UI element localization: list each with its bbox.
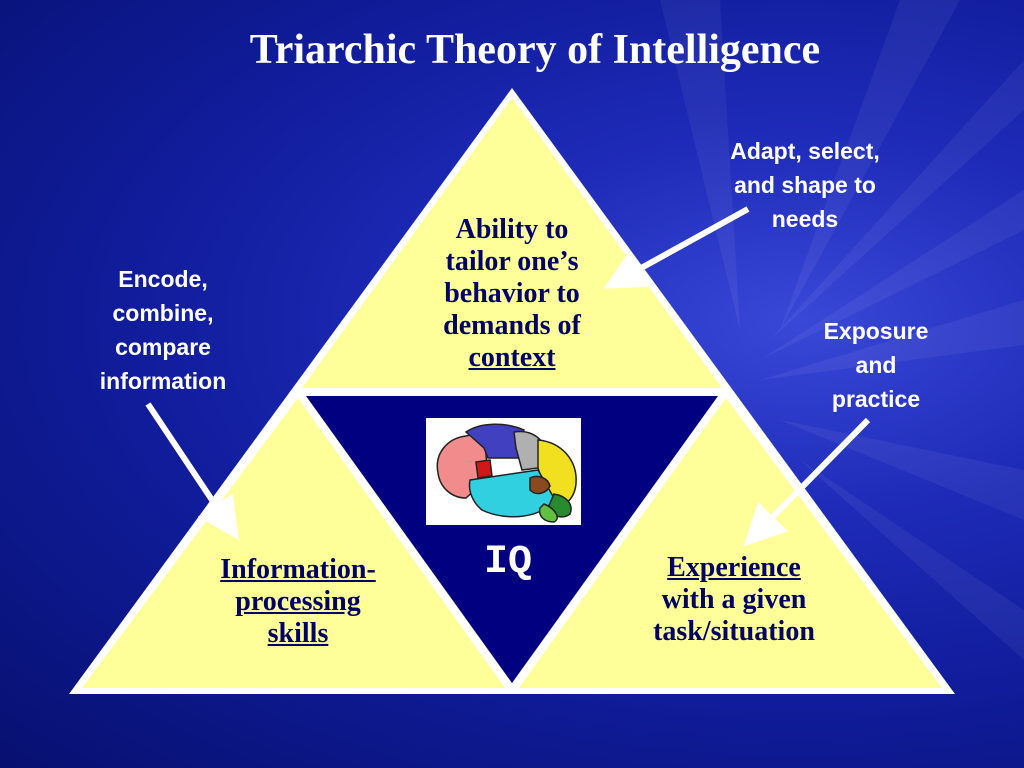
contextual-keyword: context bbox=[468, 342, 556, 373]
note-line: Encode, bbox=[118, 266, 208, 292]
note-line: and bbox=[855, 352, 897, 378]
brain-image bbox=[426, 418, 581, 525]
note-encode: Encode, combine, compare information bbox=[60, 262, 266, 398]
arrow-exposure bbox=[743, 417, 871, 547]
page-title: Triarchic Theory of Intelligence bbox=[249, 27, 821, 73]
center-triangle bbox=[306, 396, 718, 683]
componential-line: skills bbox=[267, 618, 329, 649]
note-line: information bbox=[99, 368, 227, 394]
note-exposure: Exposure and practice bbox=[786, 314, 966, 416]
contextual-line: Ability to bbox=[455, 214, 569, 245]
arrow-encode bbox=[145, 402, 239, 540]
note-adapt: Adapt, select, and shape to needs bbox=[690, 134, 920, 236]
contextual-text: Ability to tailor one’s behavior to dema… bbox=[402, 214, 622, 374]
note-line: combine, bbox=[112, 300, 214, 326]
note-line: and shape to bbox=[734, 172, 876, 198]
triangle-contextual bbox=[302, 98, 722, 388]
arrow-adapt bbox=[603, 206, 750, 289]
triangle-experiential bbox=[519, 398, 942, 688]
experiential-keyword: Experience bbox=[667, 552, 801, 583]
contextual-line: behavior to bbox=[444, 278, 580, 309]
experiential-line: task/situation bbox=[653, 616, 815, 647]
brain-icon bbox=[436, 423, 577, 523]
experiential-line: with a given bbox=[661, 584, 807, 615]
contextual-line: demands of bbox=[443, 310, 581, 341]
iq-label: IQ bbox=[483, 540, 532, 585]
componential-text: Information- processing skills bbox=[188, 554, 408, 650]
note-line: compare bbox=[115, 334, 211, 360]
componential-line: Information- bbox=[220, 554, 376, 585]
note-line: needs bbox=[771, 206, 839, 232]
note-line: Adapt, select, bbox=[730, 138, 880, 164]
triangle-componential bbox=[82, 398, 505, 688]
note-line: Exposure bbox=[823, 318, 929, 344]
componential-line: processing bbox=[235, 586, 361, 617]
contextual-line: tailor one’s bbox=[445, 246, 579, 277]
experiential-text: Experience with a given task/situation bbox=[614, 552, 854, 648]
note-line: practice bbox=[831, 386, 921, 412]
